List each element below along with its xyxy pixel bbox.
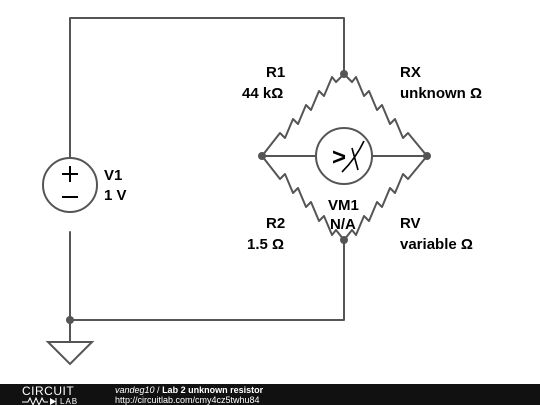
rv-value-label: variable Ω xyxy=(400,236,473,253)
resistor-r2-icon xyxy=(261,155,345,241)
junctions xyxy=(66,70,431,324)
resistor-r1-icon xyxy=(261,73,345,157)
ground-icon xyxy=(45,341,95,366)
footer-bar: CIRCUIT LAB vandeg10 / Lab 2 unknown res… xyxy=(0,384,540,405)
r2-name-label: R2 xyxy=(266,215,285,232)
voltmeter-glyph: > xyxy=(332,144,346,171)
v1-value-label: 1 V xyxy=(104,187,127,204)
circuitlab-logo-icon[interactable]: CIRCUIT LAB xyxy=(22,384,78,405)
resistor-rx-icon xyxy=(343,73,428,157)
logo-bottom-text: LAB xyxy=(60,397,78,405)
voltage-source-circle xyxy=(42,157,98,213)
wire-top xyxy=(69,17,345,161)
logo-triangle xyxy=(50,398,56,405)
vm1-value-label: N/A xyxy=(330,216,356,233)
junction-right xyxy=(423,152,431,160)
voltmeter-needle xyxy=(351,147,359,171)
r2-value-label: 1.5 Ω xyxy=(247,236,284,253)
v1-name-label: V1 xyxy=(104,167,122,184)
dc-voltage-source-icon xyxy=(42,157,98,213)
rv-name-label: RV xyxy=(400,215,421,232)
junction-top xyxy=(340,70,348,78)
junction-left xyxy=(258,152,266,160)
footer-author[interactable]: vandeg10 xyxy=(115,385,155,395)
rx-name-label: RX xyxy=(400,64,421,81)
footer-title[interactable]: Lab 2 unknown resistor xyxy=(162,385,264,395)
logo-top-text: CIRCUIT xyxy=(22,384,74,398)
footer-url[interactable]: http://circuitlab.com/cmy4cz5twhu84 xyxy=(115,395,260,405)
r1-value-label: 44 kΩ xyxy=(242,85,283,102)
footer-title-line: vandeg10 / Lab 2 unknown resistor xyxy=(115,385,264,395)
junction-ground xyxy=(66,316,74,324)
voltmeter-icon: > xyxy=(315,127,373,185)
vm1-name-label: VM1 xyxy=(328,197,359,214)
junction-bottom xyxy=(340,236,348,244)
footer-background xyxy=(0,384,540,405)
wire-bottom xyxy=(69,231,345,321)
resistor-rv-icon xyxy=(343,155,428,241)
wires xyxy=(69,17,428,343)
rx-value-label: unknown Ω xyxy=(400,85,482,102)
r1-name-label: R1 xyxy=(266,64,285,81)
footer-separator: / xyxy=(155,385,163,395)
logo-squiggle xyxy=(22,396,48,405)
